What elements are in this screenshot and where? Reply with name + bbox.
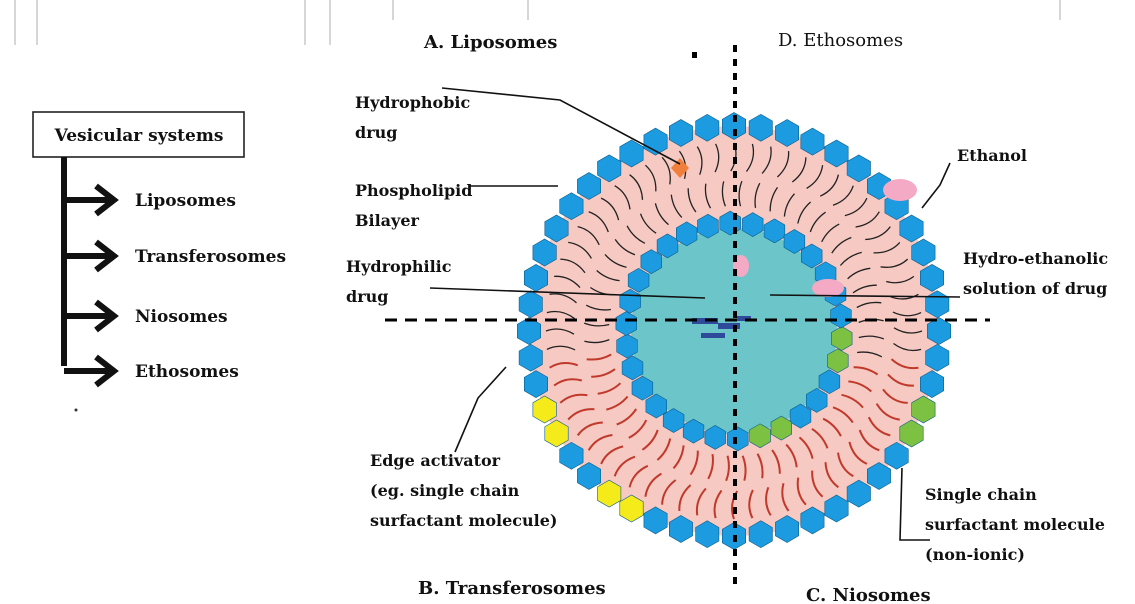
tree-item-liposomes: Liposomes (135, 191, 236, 211)
tree-item-transferosomes: Transferosomes (135, 247, 286, 267)
quadrant-title-liposomes: A. Liposomes (423, 32, 557, 53)
tree-root-label: Vesicular systems (54, 126, 224, 146)
label-hydrophilic-drug: Hydrophilic drug (346, 257, 457, 306)
ethanol-molecule-icon (883, 179, 917, 201)
vesicular-systems-tree: Vesicular systems Liposomes Transferosom… (33, 112, 286, 412)
leader-edge-activator (455, 367, 506, 452)
label-ethanol: Ethanol (957, 146, 1027, 165)
ethanol-molecule-icon (812, 279, 844, 297)
tree-item-niosomes: Niosomes (135, 307, 228, 327)
vesicle (385, 45, 990, 590)
label-single-chain: Single chain surfactant molecule (non-io… (925, 485, 1110, 564)
label-hydrophobic-drug: Hydrophobic drug (355, 93, 476, 142)
stray-dot (75, 409, 78, 412)
quadrant-title-niosomes: C. Niosomes (806, 585, 931, 604)
leader-ethanol (922, 163, 950, 208)
quadrant-title-transferosomes: B. Transferosomes (418, 578, 606, 599)
stray-mark (692, 52, 697, 58)
label-edge-activator: Edge activator (eg. single chain surfact… (370, 451, 557, 530)
label-hydro-ethanolic: Hydro-ethanolic solution of drug (963, 249, 1114, 298)
quadrant-title-ethosomes: D. Ethosomes (778, 30, 903, 51)
label-phospholipid-bilayer: Phospholipid Bilayer (355, 181, 478, 230)
tree-item-ethosomes: Ethosomes (135, 362, 239, 382)
